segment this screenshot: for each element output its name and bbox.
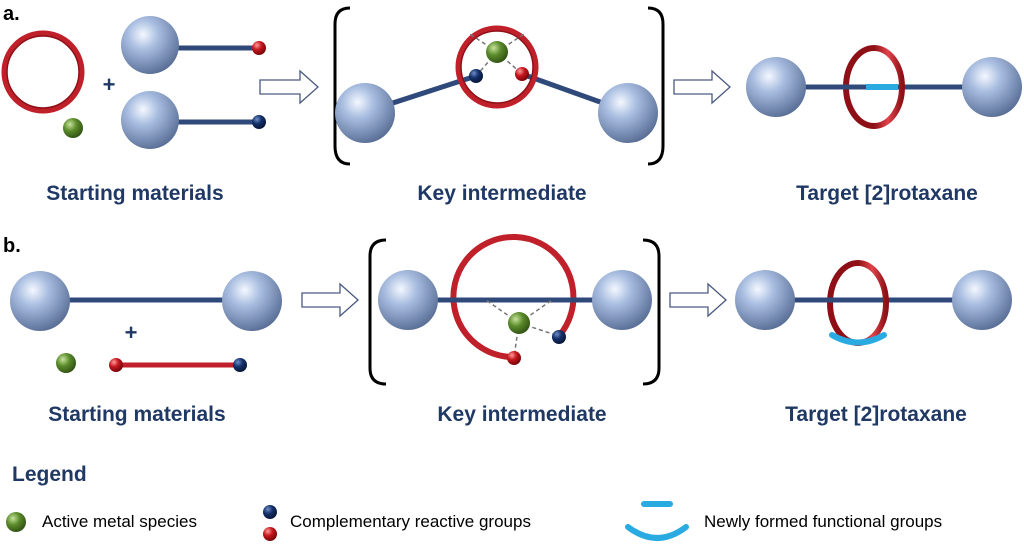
left-bracket [333, 6, 351, 166]
legend-item-label: Newly formed functional groups [704, 512, 943, 531]
metal-ion-sphere [56, 353, 76, 373]
right-bracket [647, 6, 665, 166]
legend-item-label: Active metal species [42, 512, 197, 531]
caption-target-rotaxane-b: Target [2]rotaxane [785, 403, 967, 426]
blue-dot-icon [263, 505, 277, 519]
half-axle-red-end [121, 16, 266, 74]
plus-sign: + [124, 320, 138, 345]
left-bracket [368, 238, 387, 386]
caption-key-intermediate-a: Key intermediate [417, 182, 587, 205]
target-rotaxane-a [746, 45, 1022, 129]
target-rotaxane-b [735, 260, 1012, 346]
caption-target-rotaxane-a: Target [2]rotaxane [796, 182, 978, 205]
metal-ion-sphere [63, 118, 83, 138]
right-bracket [642, 238, 661, 386]
caption-starting-materials-b: Starting materials [48, 403, 226, 426]
green-sphere-icon [6, 512, 26, 532]
macrocycle-ring [1, 30, 85, 114]
intermediate-b-complex [378, 234, 652, 365]
half-axle-blue-end [121, 91, 266, 149]
red-dot-icon [263, 527, 277, 541]
caption-key-intermediate-b: Key intermediate [437, 403, 607, 426]
legend-item-label: Complementary reactive groups [290, 512, 531, 531]
legend-title: Legend [12, 463, 87, 486]
reaction-arrow [673, 69, 731, 105]
intermediate-a-complex [335, 25, 658, 143]
reaction-arrow [669, 282, 727, 318]
reaction-arrow [259, 69, 319, 105]
linear-ring-precursor [109, 358, 247, 372]
new-bond-arc-icon [625, 524, 689, 541]
panel-b-marker: b. [3, 235, 21, 257]
plus-sign: + [102, 72, 116, 97]
full-axle-b [10, 271, 282, 331]
panel-a-marker: a. [3, 3, 20, 25]
caption-starting-materials-a: Starting materials [46, 182, 224, 205]
reaction-arrow [301, 282, 359, 318]
